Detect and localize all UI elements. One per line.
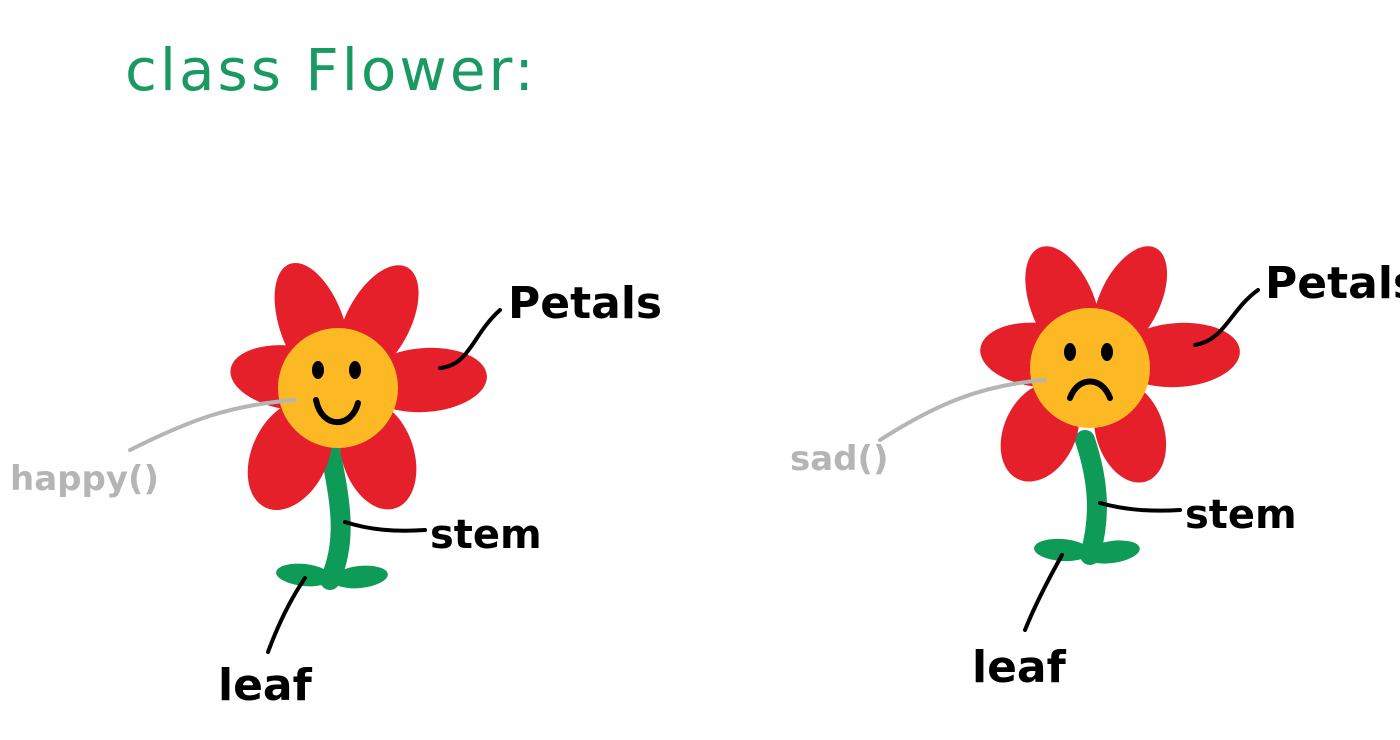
class-title: class Flower:	[125, 36, 537, 104]
eye	[312, 361, 324, 379]
eye	[349, 361, 361, 379]
leaf	[1034, 538, 1140, 564]
flower-center	[1030, 308, 1150, 428]
eye	[1064, 343, 1076, 361]
petals-label: Petals	[1265, 258, 1400, 309]
smile-mouth	[313, 397, 361, 426]
happy-flower: Petals stem leaf happy()	[10, 262, 662, 711]
stem-label: stem	[1185, 492, 1297, 538]
leaf-label: leaf	[218, 660, 313, 711]
frown-mouth	[1067, 378, 1113, 401]
petals-pointer-line	[1193, 288, 1260, 347]
stem-label: stem	[430, 512, 542, 558]
method-label: happy()	[10, 459, 159, 499]
leaf-pointer-line	[1023, 553, 1064, 632]
happy-face	[312, 361, 361, 426]
eye	[1101, 343, 1113, 361]
petals-label: Petals	[508, 278, 662, 329]
sad-flower: Petals stem leaf sad()	[790, 246, 1400, 693]
method-pointer-line	[878, 378, 1047, 442]
method-label: sad()	[790, 439, 889, 479]
leaf-label: leaf	[972, 642, 1067, 693]
method-pointer-line	[128, 398, 297, 452]
leaf-pointer-line	[266, 576, 307, 654]
stem	[320, 440, 351, 590]
stem-pointer-line	[343, 520, 427, 533]
leaf	[276, 563, 388, 589]
flower-center	[278, 328, 398, 448]
stem	[1075, 430, 1107, 565]
stem-pointer-line	[1098, 501, 1182, 513]
petals-pointer-line	[438, 308, 502, 370]
sad-face	[1064, 343, 1113, 401]
